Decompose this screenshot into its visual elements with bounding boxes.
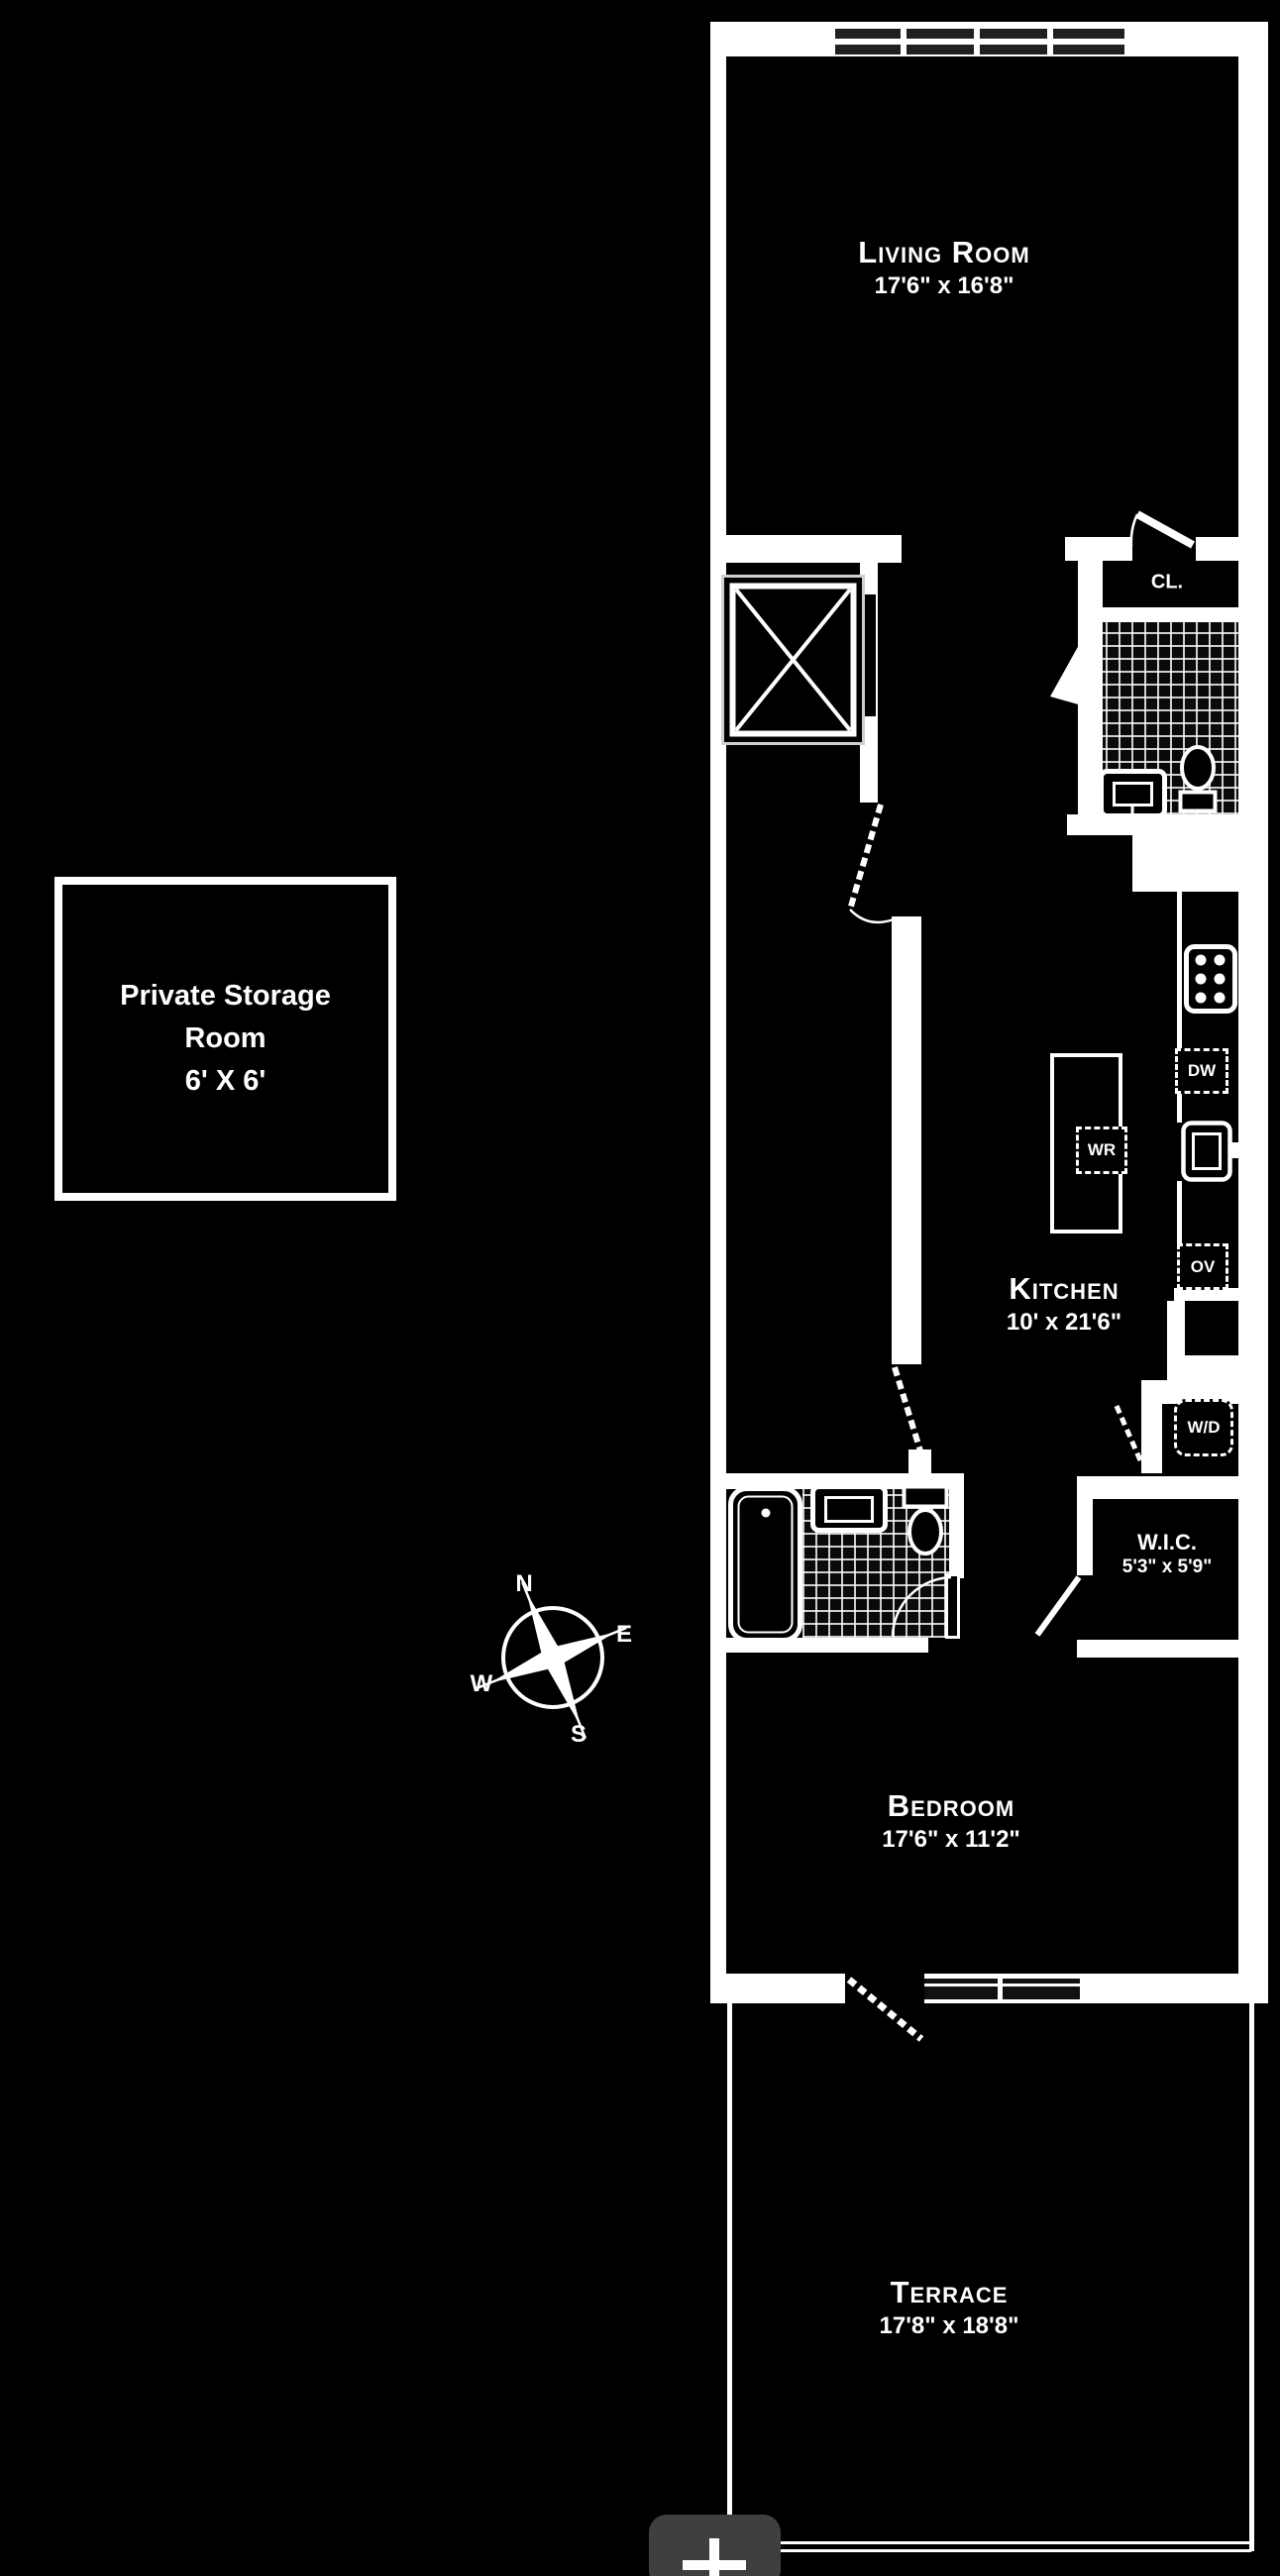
- oven-box: OV: [1177, 1243, 1228, 1290]
- wall: [1077, 1476, 1238, 1499]
- room-name: Living Room: [858, 235, 1030, 269]
- compass-east-label: E: [616, 1621, 632, 1648]
- compass-icon: N E W S: [471, 1570, 632, 1748]
- plus-icon: [709, 2538, 719, 2576]
- wall: [1067, 814, 1238, 835]
- wic-door-icon: [1034, 1575, 1082, 1637]
- elevator-door-slot: [862, 594, 876, 716]
- living-room-label: Living Room 17'6" x 16'8": [858, 235, 1029, 302]
- kitchen-counter-edge: [1177, 892, 1182, 1123]
- kitchen-counter-end: [1174, 1288, 1238, 1301]
- wine-fridge-label: WR: [1087, 1140, 1117, 1159]
- wall: [1196, 537, 1238, 561]
- terrace-wall: [730, 2549, 1251, 2552]
- window-mullion: [974, 24, 980, 56]
- bathtub-icon: [728, 1486, 802, 1643]
- wall: [1141, 1404, 1162, 1473]
- storage-label-line2: Room: [184, 1022, 267, 1054]
- room-dims: 17'8" x 18'8": [879, 2311, 1019, 2339]
- zoom-in-button[interactable]: [649, 2515, 781, 2576]
- refrigerator-block: [1132, 835, 1238, 892]
- range-icon: [1184, 944, 1237, 1014]
- wic-label: W.I.C. 5'3" x 5'9": [1122, 1530, 1212, 1580]
- room-dims: 17'6" x 16'8": [874, 271, 1014, 299]
- storage-label-line3: 6' X 6': [184, 1065, 267, 1097]
- room-name: Kitchen: [1009, 1271, 1120, 1306]
- wall: [710, 535, 902, 563]
- window-mullion: [1047, 24, 1053, 56]
- hall-door-icon: [892, 1366, 925, 1458]
- kitchen-counter-edge: [1177, 1181, 1182, 1243]
- window-mullion: [998, 1979, 1003, 1999]
- bedroom-window: [924, 1979, 1080, 1999]
- washer-dryer-box: W/D: [1174, 1399, 1233, 1456]
- compass-north-label: N: [515, 1570, 532, 1597]
- living-room-window: [835, 24, 1124, 56]
- private-storage-room: Private Storage Room 6' X 6': [54, 877, 396, 1201]
- dishwasher-label: DW: [1187, 1061, 1217, 1080]
- wall: [1065, 537, 1132, 561]
- compass-west-label: W: [471, 1670, 493, 1697]
- wall: [1238, 22, 1268, 2003]
- wall: [710, 1638, 928, 1653]
- wall: [892, 916, 921, 1364]
- kitchen-sink-icon: [1181, 1121, 1238, 1182]
- room-dims: 17'6" x 11'2": [882, 1825, 1020, 1853]
- closet-door-icon: [1129, 510, 1195, 549]
- storage-label-line1: Private Storage: [120, 980, 331, 1012]
- terrace-label: Terrace 17'8" x 18'8": [880, 2275, 1019, 2342]
- wall: [710, 22, 726, 1974]
- wall: [908, 1449, 931, 1475]
- wall: [1077, 1640, 1238, 1658]
- room-name: Terrace: [890, 2275, 1009, 2309]
- entry-door-icon: [847, 804, 895, 924]
- terrace-door-opening: [845, 1974, 924, 2003]
- wine-fridge-box: WR: [1076, 1127, 1127, 1174]
- bathroom1-tile-floor: [1093, 622, 1238, 814]
- terrace-wall: [1249, 2003, 1254, 2551]
- compass-south-label: S: [571, 1721, 587, 1748]
- window-glass: [835, 29, 1124, 39]
- room-dims: 5'3" x 5'9": [1121, 1556, 1213, 1578]
- closet-label: CL.: [1150, 571, 1184, 593]
- wall: [1077, 1499, 1093, 1575]
- window-mullion: [901, 24, 907, 56]
- elevator-icon: [721, 575, 865, 745]
- kitchen-label: Kitchen 10' x 21'6": [1007, 1271, 1121, 1339]
- plus-icon: [683, 2560, 746, 2570]
- wd-door-icon: [1114, 1405, 1143, 1461]
- bedroom-label: Bedroom 17'6" x 11'2": [882, 1788, 1020, 1856]
- wall: [1095, 607, 1238, 622]
- washer-dryer-label: W/D: [1187, 1418, 1221, 1437]
- window-glass: [835, 45, 1124, 54]
- bathroom2-tile-floor: [802, 1486, 949, 1638]
- room-name: W.I.C.: [1137, 1530, 1197, 1555]
- dishwasher-box: DW: [1175, 1048, 1228, 1094]
- wall: [1078, 561, 1103, 814]
- wall: [1167, 1355, 1238, 1380]
- room-name: Bedroom: [887, 1788, 1015, 1823]
- oven-label: OV: [1190, 1256, 1216, 1276]
- terrace-wall: [727, 2003, 732, 2515]
- room-dims: 10' x 21'6": [1006, 1308, 1122, 1336]
- wall: [715, 1473, 964, 1489]
- terrace-wall: [730, 2541, 1251, 2544]
- wall: [949, 1473, 964, 1578]
